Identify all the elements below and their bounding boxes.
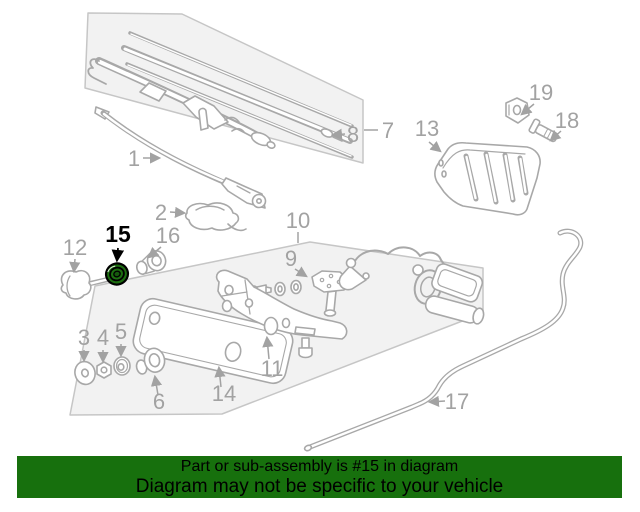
callout-7: 7 [382,118,394,143]
part-6-bushing [135,347,166,375]
part-13-cover [434,141,541,216]
part-2-pivot-cap [184,202,247,232]
callout-6-arrow [150,374,163,396]
callout-10: 10 [286,208,310,233]
part-9-mount-bracket [311,270,350,317]
wiper-motor-assembly [338,246,485,325]
part-15-grommet-highlighted[interactable] [103,260,131,287]
callout-arrows [69,103,562,408]
callout-9: 9 [285,246,297,271]
part-7-blade-frame [87,57,276,149]
part-12-knob [60,269,118,300]
callout-8: 8 [347,122,359,147]
callout-19-arrow [520,103,535,116]
banner-disclaimer-line: Diagram may not be specific to your vehi… [135,475,504,497]
callout-19: 19 [529,80,553,105]
part-17-washer-hose [303,228,584,452]
banner-part-line: Part or sub-assembly is #15 in diagram [180,457,459,475]
callout-1: 1 [128,146,140,171]
callout-2-arrow [169,206,187,218]
callout-2: 2 [155,200,167,225]
callout-14-arrow [214,365,226,388]
bracket-bolt [298,337,313,359]
cover-ribs [463,151,529,205]
callout-4: 4 [97,325,109,350]
callout-16: 16 [156,223,180,248]
callout-5: 5 [115,319,127,344]
part-5-grommet [113,356,131,376]
callout-labels: 1 2 3 4 5 6 7 8 9 10 11 12 13 14 15 16 1… [63,80,579,414]
callout-8-arrow [330,128,346,140]
callout-16-arrow [147,246,162,259]
callout-11-arrow [262,335,274,360]
callout-18-arrow [549,129,562,142]
callout-17-arrow [427,395,446,408]
part-14-cover-plate [132,297,294,385]
part-11-linkage-bracket [215,269,348,340]
callout-9-arrow [294,266,308,278]
callout-6: 6 [153,389,165,414]
callout-14: 14 [212,381,236,406]
diagram-notice-banner: Part or sub-assembly is #15 in diagram D… [17,456,622,498]
callout-15-highlighted[interactable]: 15 [105,221,131,247]
callout-13-arrow [428,140,442,153]
callout-17: 17 [445,389,469,414]
callout-13: 13 [415,116,439,141]
callout-15-arrow [111,247,125,263]
callout-12: 12 [63,235,87,260]
callout-11: 11 [261,356,284,381]
part-4-nut [96,361,112,379]
callout-12-arrow [69,258,81,274]
part-1-wiper-arm [94,106,267,209]
callout-18: 18 [555,108,579,133]
callout-3: 3 [78,325,90,350]
